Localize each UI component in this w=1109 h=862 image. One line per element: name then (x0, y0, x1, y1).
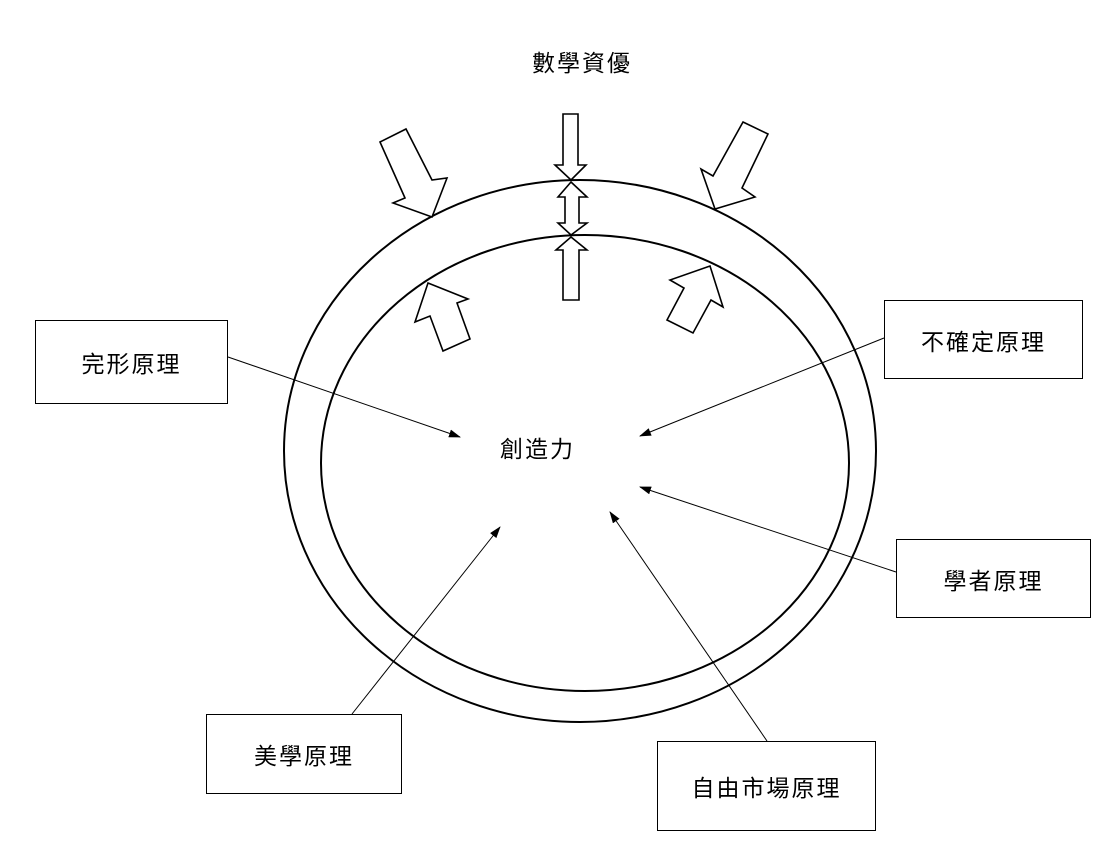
block-arrow-bottom-up (553, 235, 590, 301)
block-arrow-outer-right (699, 120, 770, 210)
block-arrow-inner-right (665, 264, 725, 335)
arrow-scholar (639, 486, 897, 573)
box-uncertainty-label: 不確定原理 (921, 329, 1046, 356)
arrow-aesthetics (351, 526, 501, 715)
box-scholar-label: 學者原理 (943, 568, 1044, 595)
box-gestalt: 完形原理 (35, 320, 228, 404)
block-arrow-outer-left (378, 127, 449, 219)
box-uncertainty: 不確定原理 (884, 300, 1083, 379)
arrow-gestalt (227, 356, 461, 438)
box-scholar: 學者原理 (896, 539, 1091, 618)
box-aesthetics: 美學原理 (206, 714, 402, 794)
inner-circle (320, 234, 850, 692)
block-arrow-double (555, 180, 590, 237)
diagram-title: 數學資優 (532, 51, 632, 77)
block-arrow-inner-left (413, 281, 472, 353)
box-free-market-label: 自由市場原理 (691, 776, 842, 802)
block-arrow-top-down (552, 113, 588, 182)
outer-circle (283, 179, 877, 723)
arrow-free-market (609, 511, 768, 742)
box-aesthetics-label: 美學原理 (254, 744, 354, 770)
center-label: 創造力 (500, 437, 575, 463)
box-free-market: 自由市場原理 (657, 741, 876, 831)
box-gestalt-label: 完形原理 (81, 352, 182, 378)
arrow-uncertainty (639, 337, 885, 437)
